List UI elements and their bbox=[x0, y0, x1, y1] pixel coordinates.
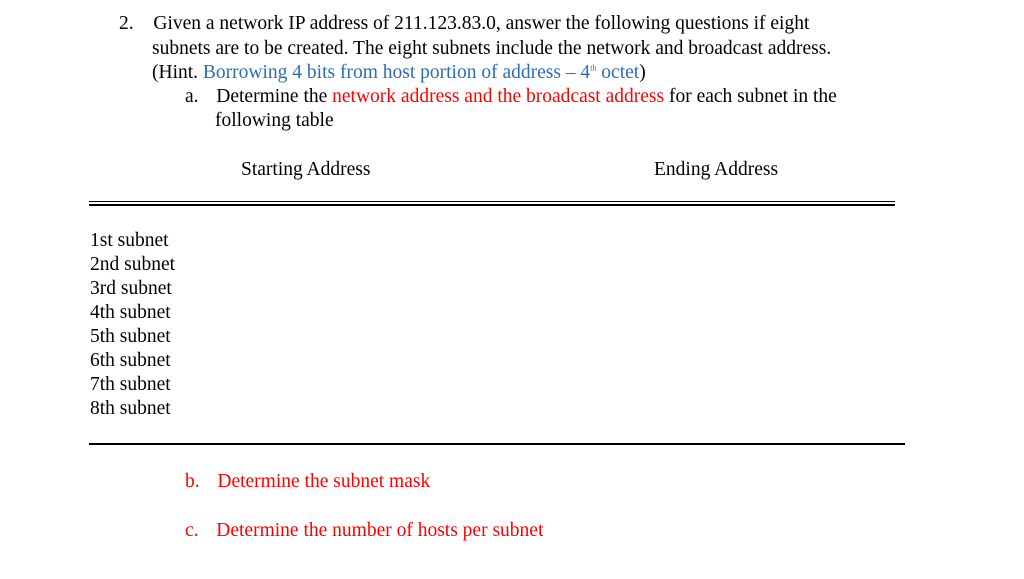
header-starting-address: Starting Address bbox=[241, 159, 371, 180]
part-c-marker: c. bbox=[185, 520, 199, 541]
hint-prefix: (Hint. bbox=[152, 62, 203, 83]
table-row: 7th subnet bbox=[90, 374, 171, 395]
question-text-1: Given a network IP address of 211.123.83… bbox=[153, 13, 810, 34]
part-c-line: c. Determine the number of hosts per sub… bbox=[185, 519, 543, 543]
hint-text: Borrowing 4 bits from host portion of ad… bbox=[202, 62, 591, 83]
table-top-rule-thick bbox=[89, 204, 895, 206]
part-a-line-1: a. Determine the network address and the… bbox=[185, 85, 837, 109]
part-b-text: Determine the subnet mask bbox=[217, 471, 431, 492]
part-a-text-before: Determine the bbox=[216, 86, 333, 107]
question-line-2: subnets are to be created. The eight sub… bbox=[152, 37, 831, 61]
table-row: 1st subnet bbox=[90, 230, 169, 251]
part-a-text-red: network address and the broadcast addres… bbox=[332, 86, 665, 107]
table-row: 8th subnet bbox=[90, 398, 171, 419]
part-b-marker: b. bbox=[185, 471, 200, 492]
question-number: 2. bbox=[119, 13, 134, 34]
table-row: 4th subnet bbox=[90, 302, 171, 323]
part-a-marker: a. bbox=[185, 86, 199, 107]
table-row: 6th subnet bbox=[90, 350, 171, 371]
table-row: 3rd subnet bbox=[90, 278, 172, 299]
part-c-text: Determine the number of hosts per subnet bbox=[216, 520, 544, 541]
part-a-text-after: for each subnet in the bbox=[664, 86, 837, 107]
hint-octet: octet bbox=[596, 62, 640, 83]
question-text-2: subnets are to be created. The eight sub… bbox=[152, 38, 832, 59]
table-row: 5th subnet bbox=[90, 326, 171, 347]
part-a-text-line2: following table bbox=[215, 110, 334, 131]
hint-close: ) bbox=[639, 62, 646, 83]
table-row: 2nd subnet bbox=[90, 254, 176, 275]
part-b-line: b. Determine the subnet mask bbox=[185, 470, 430, 494]
part-a-line-2: following table bbox=[215, 109, 334, 133]
table-bottom-rule bbox=[89, 443, 905, 445]
hint-line: (Hint. Borrowing 4 bits from host portio… bbox=[152, 61, 646, 85]
table-top-rule-thin bbox=[89, 201, 895, 202]
question-line-1: 2. Given a network IP address of 211.123… bbox=[119, 12, 809, 36]
header-ending-address: Ending Address bbox=[654, 159, 779, 180]
hint-superscript: th bbox=[590, 63, 597, 73]
